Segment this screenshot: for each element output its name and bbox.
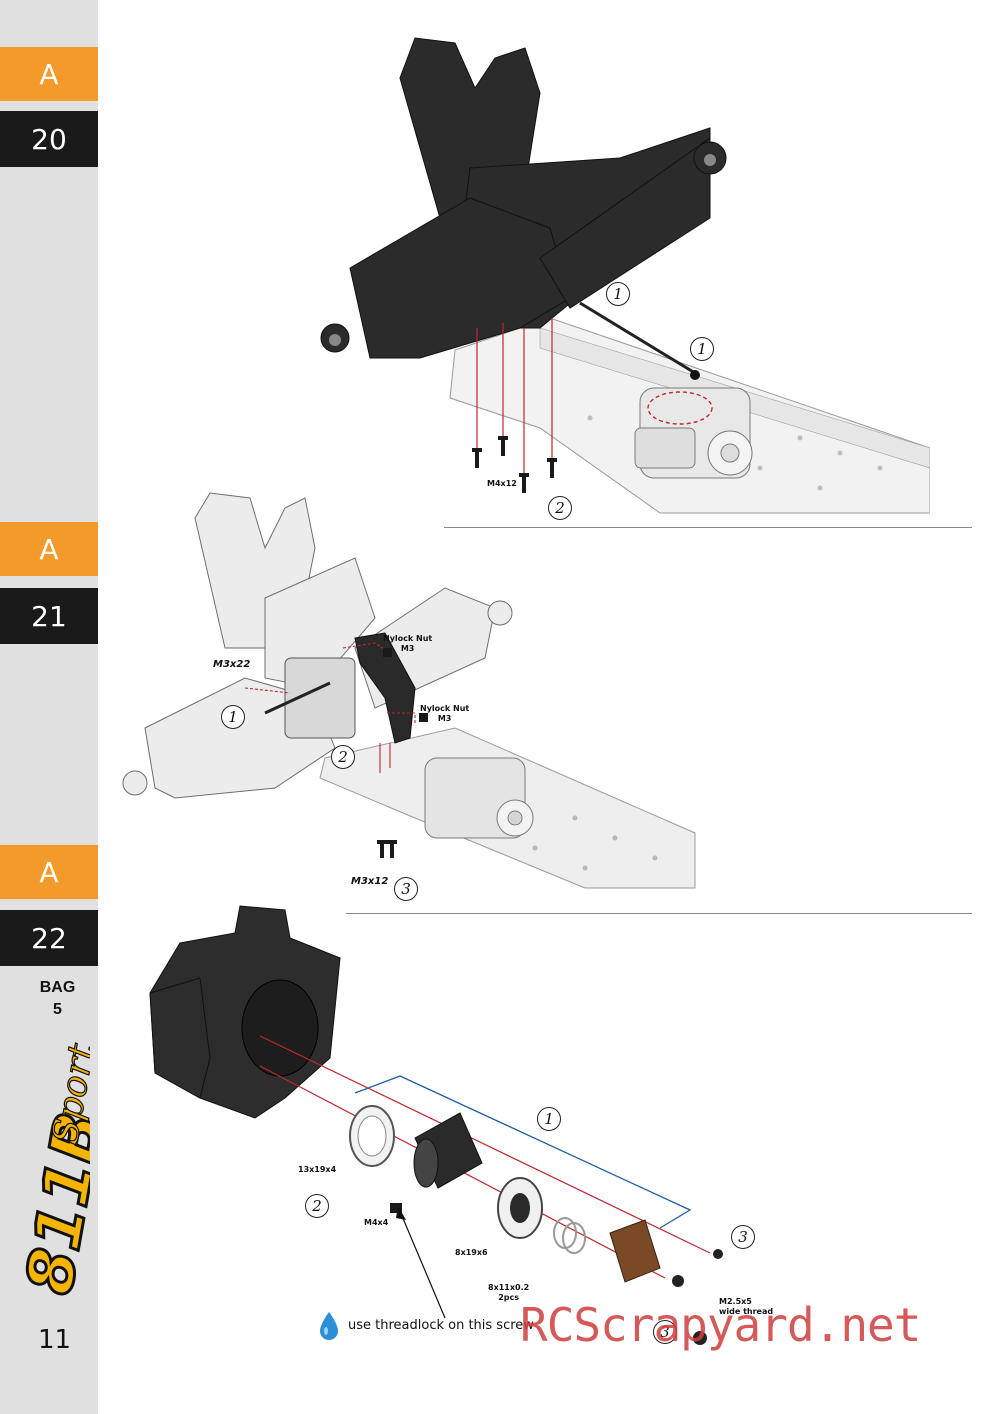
- step-letter-a21: A: [0, 522, 98, 576]
- a22-bearing-large-label: 13x19x4: [298, 1165, 337, 1174]
- a22-callout-2: 2: [305, 1194, 329, 1218]
- divider-a21: [346, 913, 972, 914]
- a22-callout-1: 1: [537, 1107, 561, 1131]
- a20-callout-1a: 1: [606, 282, 630, 306]
- a21-callout-3: 3: [394, 877, 418, 901]
- a22-bearing-small-label: 8x19x6: [455, 1248, 488, 1257]
- step-number-a22: 22: [0, 910, 98, 966]
- a22-callout-3b: 3: [653, 1320, 677, 1344]
- page-number: 11: [38, 1325, 72, 1355]
- a22-gearbox-diagram: [149, 905, 723, 1345]
- a22-callout-3a: 3: [731, 1225, 755, 1249]
- svg-text:Sport: Sport: [45, 1040, 90, 1147]
- threadlock-note: use threadlock on this screw: [348, 1318, 534, 1333]
- a20-screw-label: M4x12: [487, 479, 517, 488]
- sidebar: [0, 0, 98, 1414]
- a21-assembly-diagram: [122, 492, 696, 889]
- a20-rear-assembly-diagram: [320, 37, 930, 514]
- a20-callout-2: 2: [548, 496, 572, 520]
- a21-screw-bottom-label: M3x12: [351, 876, 389, 887]
- step-number-a20: 20: [0, 111, 98, 167]
- a20-callout-1b: 1: [690, 337, 714, 361]
- bag-indicator: BAG 5: [0, 977, 115, 1021]
- step-letter-a22: A: [0, 845, 98, 899]
- bag-number: 5: [53, 1001, 62, 1018]
- brand-logo: 811B Sport: [20, 1040, 90, 1302]
- step-number-a21: 21: [0, 588, 98, 644]
- step-letter-a20: A: [0, 47, 98, 101]
- a21-callout-2: 2: [331, 745, 355, 769]
- threadlock-drop-icon: [320, 1312, 338, 1340]
- divider-a20: [444, 527, 972, 528]
- watermark: RCScrapyard.net: [520, 1298, 921, 1352]
- bag-label: BAG: [39, 979, 76, 996]
- a21-screw-left-label: M3x22: [213, 659, 251, 670]
- a21-callout-1: 1: [221, 705, 245, 729]
- a22-setscrew-label: M4x4: [364, 1218, 389, 1227]
